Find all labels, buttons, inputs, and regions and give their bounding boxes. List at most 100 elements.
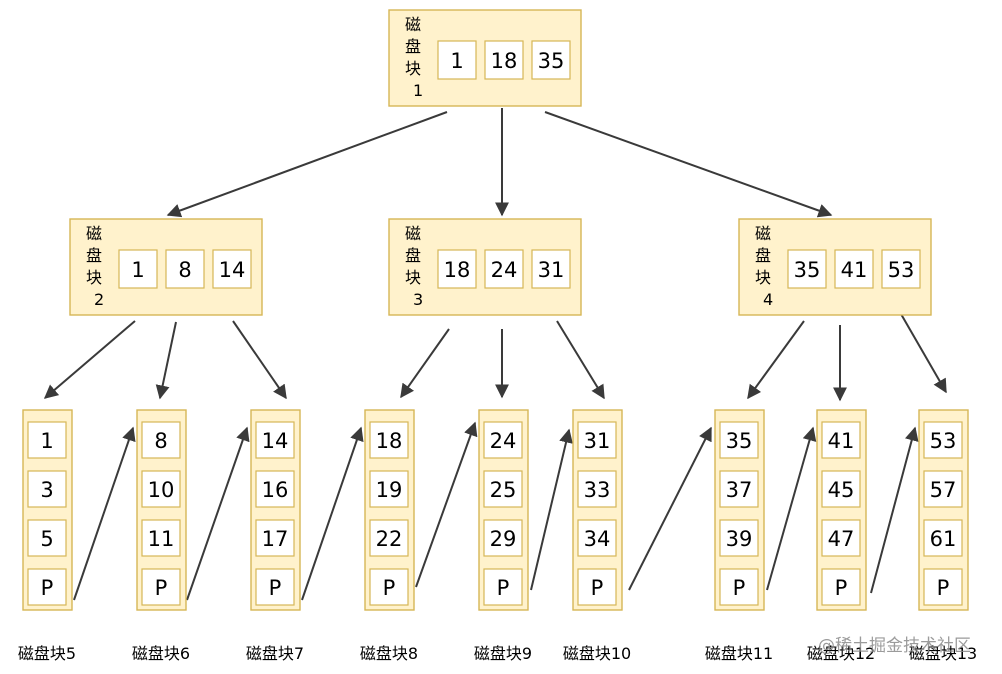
root-node-label-char: 1 bbox=[413, 81, 423, 100]
leaf-caption: 磁盘块6 bbox=[132, 644, 190, 663]
leaf-link-arrow bbox=[530, 428, 573, 591]
leaf-caption: 磁盘块8 bbox=[360, 644, 418, 663]
key-cell bbox=[923, 421, 963, 459]
leaf-link-arrow bbox=[301, 426, 364, 601]
leaf-caption: 磁盘块9 bbox=[474, 644, 532, 663]
key-value: 33 bbox=[584, 478, 611, 502]
key-value: 22 bbox=[376, 527, 403, 551]
key-cell bbox=[369, 470, 409, 508]
key-cell bbox=[369, 421, 409, 459]
tree-edge bbox=[232, 320, 287, 400]
internal-node-label-char: 块 bbox=[755, 268, 771, 287]
pointer-cell bbox=[255, 568, 295, 606]
key-value: 61 bbox=[930, 527, 957, 551]
key-value: 14 bbox=[262, 429, 289, 453]
key-cell bbox=[577, 519, 617, 557]
key-value: 31 bbox=[584, 429, 611, 453]
key-cell bbox=[719, 421, 759, 459]
internal-node-label-char: 4 bbox=[763, 290, 773, 309]
key-cell bbox=[141, 470, 181, 508]
key-cell bbox=[437, 40, 477, 80]
key-cell bbox=[27, 421, 67, 459]
tree-edge bbox=[900, 313, 947, 394]
key-value: 37 bbox=[726, 478, 753, 502]
key-value: 8 bbox=[178, 258, 191, 282]
key-value: 19 bbox=[376, 478, 403, 502]
internal-node-label-char: 3 bbox=[413, 290, 423, 309]
key-value: 47 bbox=[828, 527, 855, 551]
key-value: 1 bbox=[40, 429, 53, 453]
key-cell bbox=[255, 470, 295, 508]
tree-edge bbox=[747, 320, 805, 400]
watermark-text: @稀土掘金技术社区 bbox=[818, 636, 971, 656]
key-cell bbox=[212, 249, 252, 289]
key-value: 18 bbox=[491, 49, 518, 73]
leaf-link-arrow bbox=[186, 426, 250, 601]
pointer-cell bbox=[719, 568, 759, 606]
pointer-label: P bbox=[383, 576, 396, 600]
root-node-label-char: 块 bbox=[405, 59, 421, 78]
internal-node-label-char: 盘 bbox=[755, 246, 771, 265]
key-cell bbox=[27, 470, 67, 508]
key-value: 24 bbox=[490, 429, 517, 453]
key-cell bbox=[923, 519, 963, 557]
leaf-link-arrow bbox=[415, 421, 478, 588]
key-value: 1 bbox=[131, 258, 144, 282]
pointer-label: P bbox=[497, 576, 510, 600]
pointer-cell bbox=[821, 568, 861, 606]
key-value: 41 bbox=[828, 429, 855, 453]
key-cell bbox=[483, 421, 523, 459]
key-value: 35 bbox=[538, 49, 565, 73]
leaf-caption: 磁盘块13 bbox=[909, 644, 977, 663]
pointer-cell bbox=[141, 568, 181, 606]
pointer-label: P bbox=[591, 576, 604, 600]
pointer-label: P bbox=[937, 576, 950, 600]
leaf-link-arrow bbox=[870, 426, 919, 594]
key-value: 18 bbox=[444, 258, 471, 282]
key-value: 3 bbox=[40, 478, 53, 502]
internal-node-label-char: 块 bbox=[86, 268, 102, 287]
internal-node-label-char: 磁 bbox=[405, 224, 421, 243]
leaf-link-arrow bbox=[73, 426, 136, 601]
key-value: 41 bbox=[841, 258, 868, 282]
tree-edge bbox=[43, 320, 136, 399]
key-cell bbox=[577, 421, 617, 459]
internal-node-label-char: 块 bbox=[405, 268, 421, 287]
key-value: 57 bbox=[930, 478, 957, 502]
key-cell bbox=[531, 249, 571, 289]
key-cell bbox=[577, 470, 617, 508]
key-value: 10 bbox=[148, 478, 175, 502]
leaf-caption: 磁盘块5 bbox=[18, 644, 76, 663]
key-cell bbox=[531, 40, 571, 80]
key-cell bbox=[719, 519, 759, 557]
key-cell bbox=[118, 249, 158, 289]
key-value: 25 bbox=[490, 478, 517, 502]
tree-edge bbox=[166, 111, 448, 218]
key-cell bbox=[881, 249, 921, 289]
internal-node-label-char: 磁 bbox=[86, 224, 102, 243]
pointer-cell bbox=[923, 568, 963, 606]
key-cell bbox=[483, 519, 523, 557]
key-value: 35 bbox=[794, 258, 821, 282]
key-cell bbox=[484, 249, 524, 289]
pointer-label: P bbox=[835, 576, 848, 600]
tree-edge bbox=[400, 328, 450, 399]
key-cell bbox=[719, 470, 759, 508]
pointer-label: P bbox=[41, 576, 54, 600]
key-cell bbox=[821, 470, 861, 508]
key-value: 18 bbox=[376, 429, 403, 453]
key-cell bbox=[437, 249, 477, 289]
internal-node-label-char: 盘 bbox=[405, 246, 421, 265]
leaf-link-arrow bbox=[766, 426, 817, 591]
tree-edge bbox=[544, 111, 833, 218]
key-cell bbox=[484, 40, 524, 80]
